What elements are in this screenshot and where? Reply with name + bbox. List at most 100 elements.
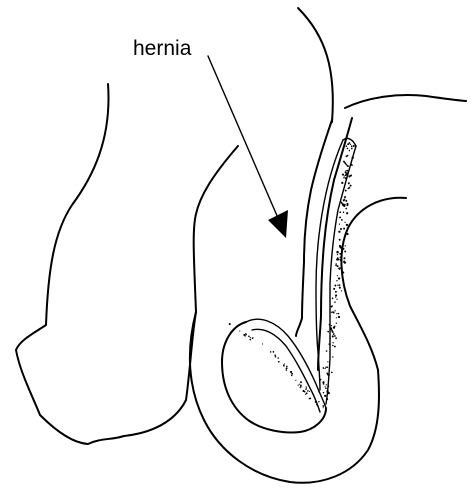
stipple-dot: [346, 145, 348, 147]
stipple-dot: [346, 155, 348, 157]
stipple-dot: [286, 366, 288, 368]
stipple-dot: [332, 335, 334, 337]
stipple-dot: [270, 351, 272, 353]
stipple-dot: [273, 351, 275, 353]
stipple-dot: [275, 356, 277, 358]
stipple-dot: [350, 144, 351, 145]
stipple-dot: [329, 337, 331, 339]
stipple-dot: [351, 148, 353, 150]
stipple-dot: [339, 211, 341, 213]
stipple-dot: [309, 398, 311, 400]
stipple-dot: [347, 170, 349, 172]
stipple-dot: [333, 288, 335, 290]
stipple-dot: [305, 394, 306, 395]
stipple-dot: [345, 190, 347, 192]
stipple-dot: [325, 388, 327, 390]
stipple-dot: [245, 335, 246, 336]
stipple-dot: [343, 248, 345, 250]
stipple-dot: [337, 275, 338, 276]
stipple-dot: [344, 175, 345, 176]
left-thigh-outline: [16, 84, 196, 444]
stipple-dot: [300, 386, 302, 388]
stipple-dot: [340, 228, 342, 230]
stipple-dot: [274, 354, 276, 356]
stipple-dot: [343, 177, 345, 179]
stipple-dot: [338, 313, 339, 314]
stipple-dot: [336, 299, 337, 300]
stipple-dot: [306, 386, 307, 387]
stipple-dot: [341, 219, 343, 221]
stipple-dot: [304, 391, 306, 393]
stipple-dot: [339, 287, 341, 289]
stipple-dot: [345, 208, 347, 210]
stipple-dot: [332, 342, 333, 343]
stipple-dot: [300, 381, 302, 383]
stipple-dot: [344, 196, 346, 198]
stipple-dot: [339, 216, 341, 218]
stipple-dot: [324, 368, 325, 369]
stipple-dot: [347, 203, 349, 205]
stipple-dot: [341, 182, 343, 184]
stipple-dot: [331, 325, 332, 326]
stipple-dot: [329, 324, 331, 326]
stipple-dot: [335, 294, 337, 296]
stipple-dot: [338, 316, 340, 318]
stipple-dot: [345, 245, 346, 246]
stipple-dot: [327, 331, 329, 333]
stipple-dot: [343, 212, 345, 214]
stipple-dot: [347, 188, 349, 190]
stipple-dot: [252, 337, 253, 338]
stipple-dot: [341, 290, 342, 291]
stipple-dot: [334, 346, 336, 348]
stipple-dot: [277, 357, 279, 359]
stipple-dot: [328, 343, 330, 345]
stipple-dot: [283, 365, 285, 367]
stipple-dot: [342, 174, 344, 176]
stipple-dot: [347, 166, 348, 167]
stipple-dot: [315, 401, 317, 403]
stipple-dot: [348, 182, 350, 184]
stipple-dot: [324, 386, 325, 387]
stipple-dot: [336, 280, 337, 281]
hernia-pointer-arrowhead: [268, 210, 288, 238]
stipple-dot: [342, 204, 344, 206]
stipple-dot: [336, 313, 337, 314]
hernia-pointer-line: [208, 56, 278, 218]
stipple-dot: [298, 385, 299, 386]
stipple-dot: [339, 253, 341, 255]
stipple-dot: [338, 277, 340, 279]
stipple-dot: [340, 259, 342, 261]
stipple-dot: [334, 301, 336, 303]
stipple-dot: [323, 392, 324, 393]
stipple-dot: [316, 404, 318, 406]
right-body-outline: [345, 95, 466, 108]
stipple-dot: [326, 350, 328, 352]
stipple-dot: [340, 246, 342, 248]
stipple-dot: [326, 398, 328, 400]
stipple-dot: [346, 212, 348, 214]
stipple-dot: [328, 374, 330, 376]
stipple-dot: [291, 375, 292, 376]
testis-outline: [222, 322, 326, 433]
stipple-dot: [290, 371, 292, 373]
stipple-dot: [335, 291, 337, 293]
stipple-dot: [335, 265, 337, 267]
stipple-dot: [320, 379, 322, 381]
stipple-dot: [350, 185, 352, 187]
stipple-dot: [337, 284, 338, 285]
stipple-dot: [345, 171, 347, 173]
stipple-dot: [314, 398, 315, 399]
stipple-dot: [332, 297, 334, 299]
stipple-dot: [229, 323, 231, 325]
stipple-dot: [331, 372, 333, 374]
stipple-dot: [318, 391, 319, 392]
stipple-dot: [334, 285, 336, 287]
stipple-dot: [286, 367, 288, 369]
stipple-dot: [295, 380, 296, 381]
stipple-dot: [248, 335, 250, 337]
right-scrotal-outline: [341, 198, 406, 370]
stipple-dot: [325, 395, 326, 396]
stipple-dot: [327, 361, 328, 362]
stipple-dot: [336, 317, 337, 318]
stipple-dot: [284, 363, 285, 364]
